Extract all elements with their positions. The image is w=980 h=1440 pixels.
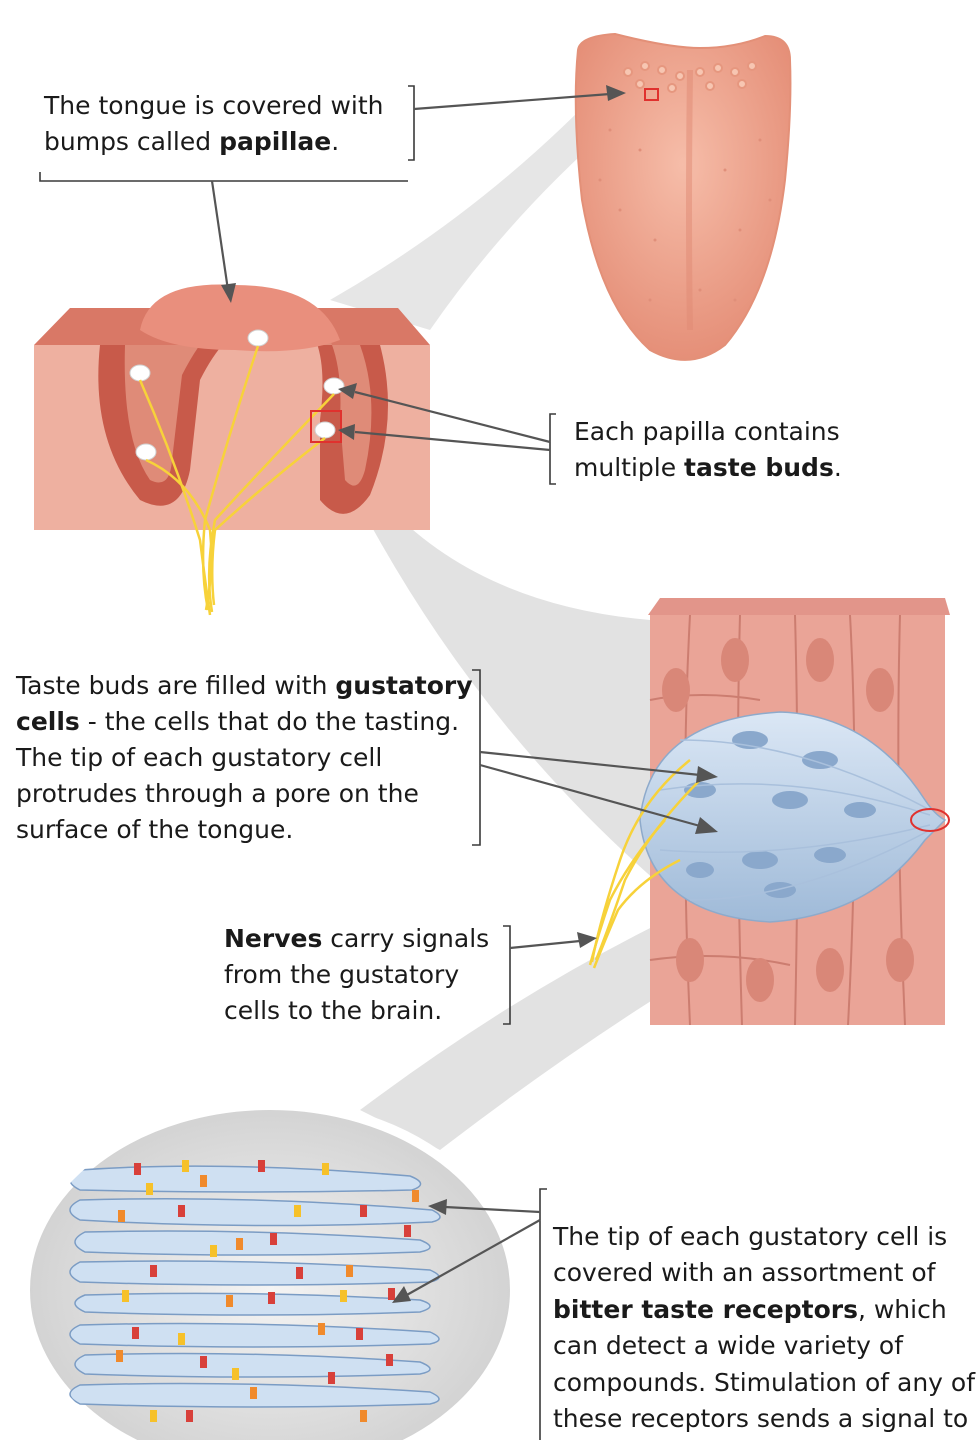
tongue bbox=[576, 34, 791, 360]
receptor-zoom-circle bbox=[25, 1105, 515, 1440]
caption-bitter-receptors: The tip of each gustatory cell is covere… bbox=[553, 1219, 978, 1440]
caption-gustatory-cells: Taste buds are filled with gustatory cel… bbox=[16, 668, 476, 848]
caption-papillae: The tongue is covered with bumps called … bbox=[44, 88, 404, 160]
caption-taste-buds: Each papilla contains multiple taste bud… bbox=[574, 414, 904, 486]
papilla-block bbox=[34, 285, 430, 615]
caption-nerves: Nerves carry signals from the gustatory … bbox=[224, 921, 514, 1029]
